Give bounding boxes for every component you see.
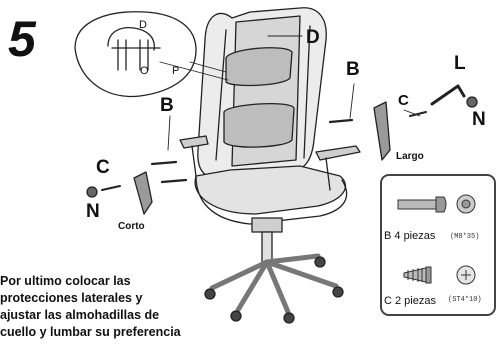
hardware-legend (380, 174, 496, 316)
leader-b-right (349, 83, 355, 119)
legend-bolt-label: B 4 piezas (384, 230, 436, 242)
armrest-left (179, 135, 209, 149)
side-cover-right (373, 101, 391, 161)
seat (194, 165, 346, 215)
gas-cylinder (261, 231, 273, 263)
detail-circle (74, 11, 197, 98)
casters (204, 256, 344, 324)
leader-detail-pillow-2 (189, 61, 227, 73)
leader-b-left (167, 115, 171, 151)
label-c-left: C (96, 157, 110, 178)
legend-screw-label: C 2 piezas (384, 295, 436, 307)
detail-label-o: O (140, 65, 149, 77)
label-corto: Corto (118, 221, 145, 232)
star-base (209, 253, 339, 315)
detail-label-p: P (172, 65, 180, 77)
detail-bracket (107, 26, 155, 71)
instruction-line-2: protecciones laterales y (0, 291, 143, 305)
leader-c-right (403, 109, 421, 117)
instruction-text: Por ultimo colocar las protecciones late… (0, 273, 205, 341)
armrest-right (315, 145, 361, 161)
lumbar-pillow (223, 103, 295, 148)
side-cover-left (133, 171, 153, 215)
detail-label-d: D (139, 19, 147, 31)
cap-left (86, 186, 98, 198)
label-largo: Largo (396, 151, 424, 162)
screw-left (101, 185, 121, 191)
mechanism (251, 217, 283, 233)
label-l: L (454, 53, 466, 74)
label-b-right: B (346, 59, 360, 80)
backrest-stripe-left (215, 29, 227, 161)
label-b-left: B (160, 95, 174, 116)
leader-detail-pillow (159, 61, 229, 81)
armrest-left-post (191, 145, 197, 177)
armrest-right-post (325, 157, 331, 191)
label-d: D (306, 27, 320, 48)
instruction-line-1: Por ultimo colocar las (0, 274, 131, 288)
bolt-left-2 (160, 178, 188, 184)
step-number: 5 (8, 11, 36, 67)
screw-right (409, 111, 427, 117)
legend-art (397, 194, 476, 285)
legend-bolt-code: (M8*35) (450, 233, 480, 241)
instruction-line-3: ajustar las almohadillas de (0, 308, 160, 322)
label-n-right: N (472, 109, 486, 130)
instruction-line-4: cuello y lumbar su preferencia (0, 325, 181, 339)
bolt-right (328, 118, 354, 124)
bolt-left-1 (150, 160, 178, 166)
cap-right (466, 96, 478, 108)
legend-screw-code: (ST4*10) (448, 296, 482, 304)
head-pillow (225, 47, 293, 87)
seat-edge (195, 175, 348, 225)
legend-bolt-head (435, 196, 447, 213)
label-c-right: C (398, 92, 409, 109)
backrest-stripe-right (303, 25, 311, 159)
allen-key (430, 84, 466, 106)
label-n-left: N (86, 201, 100, 222)
